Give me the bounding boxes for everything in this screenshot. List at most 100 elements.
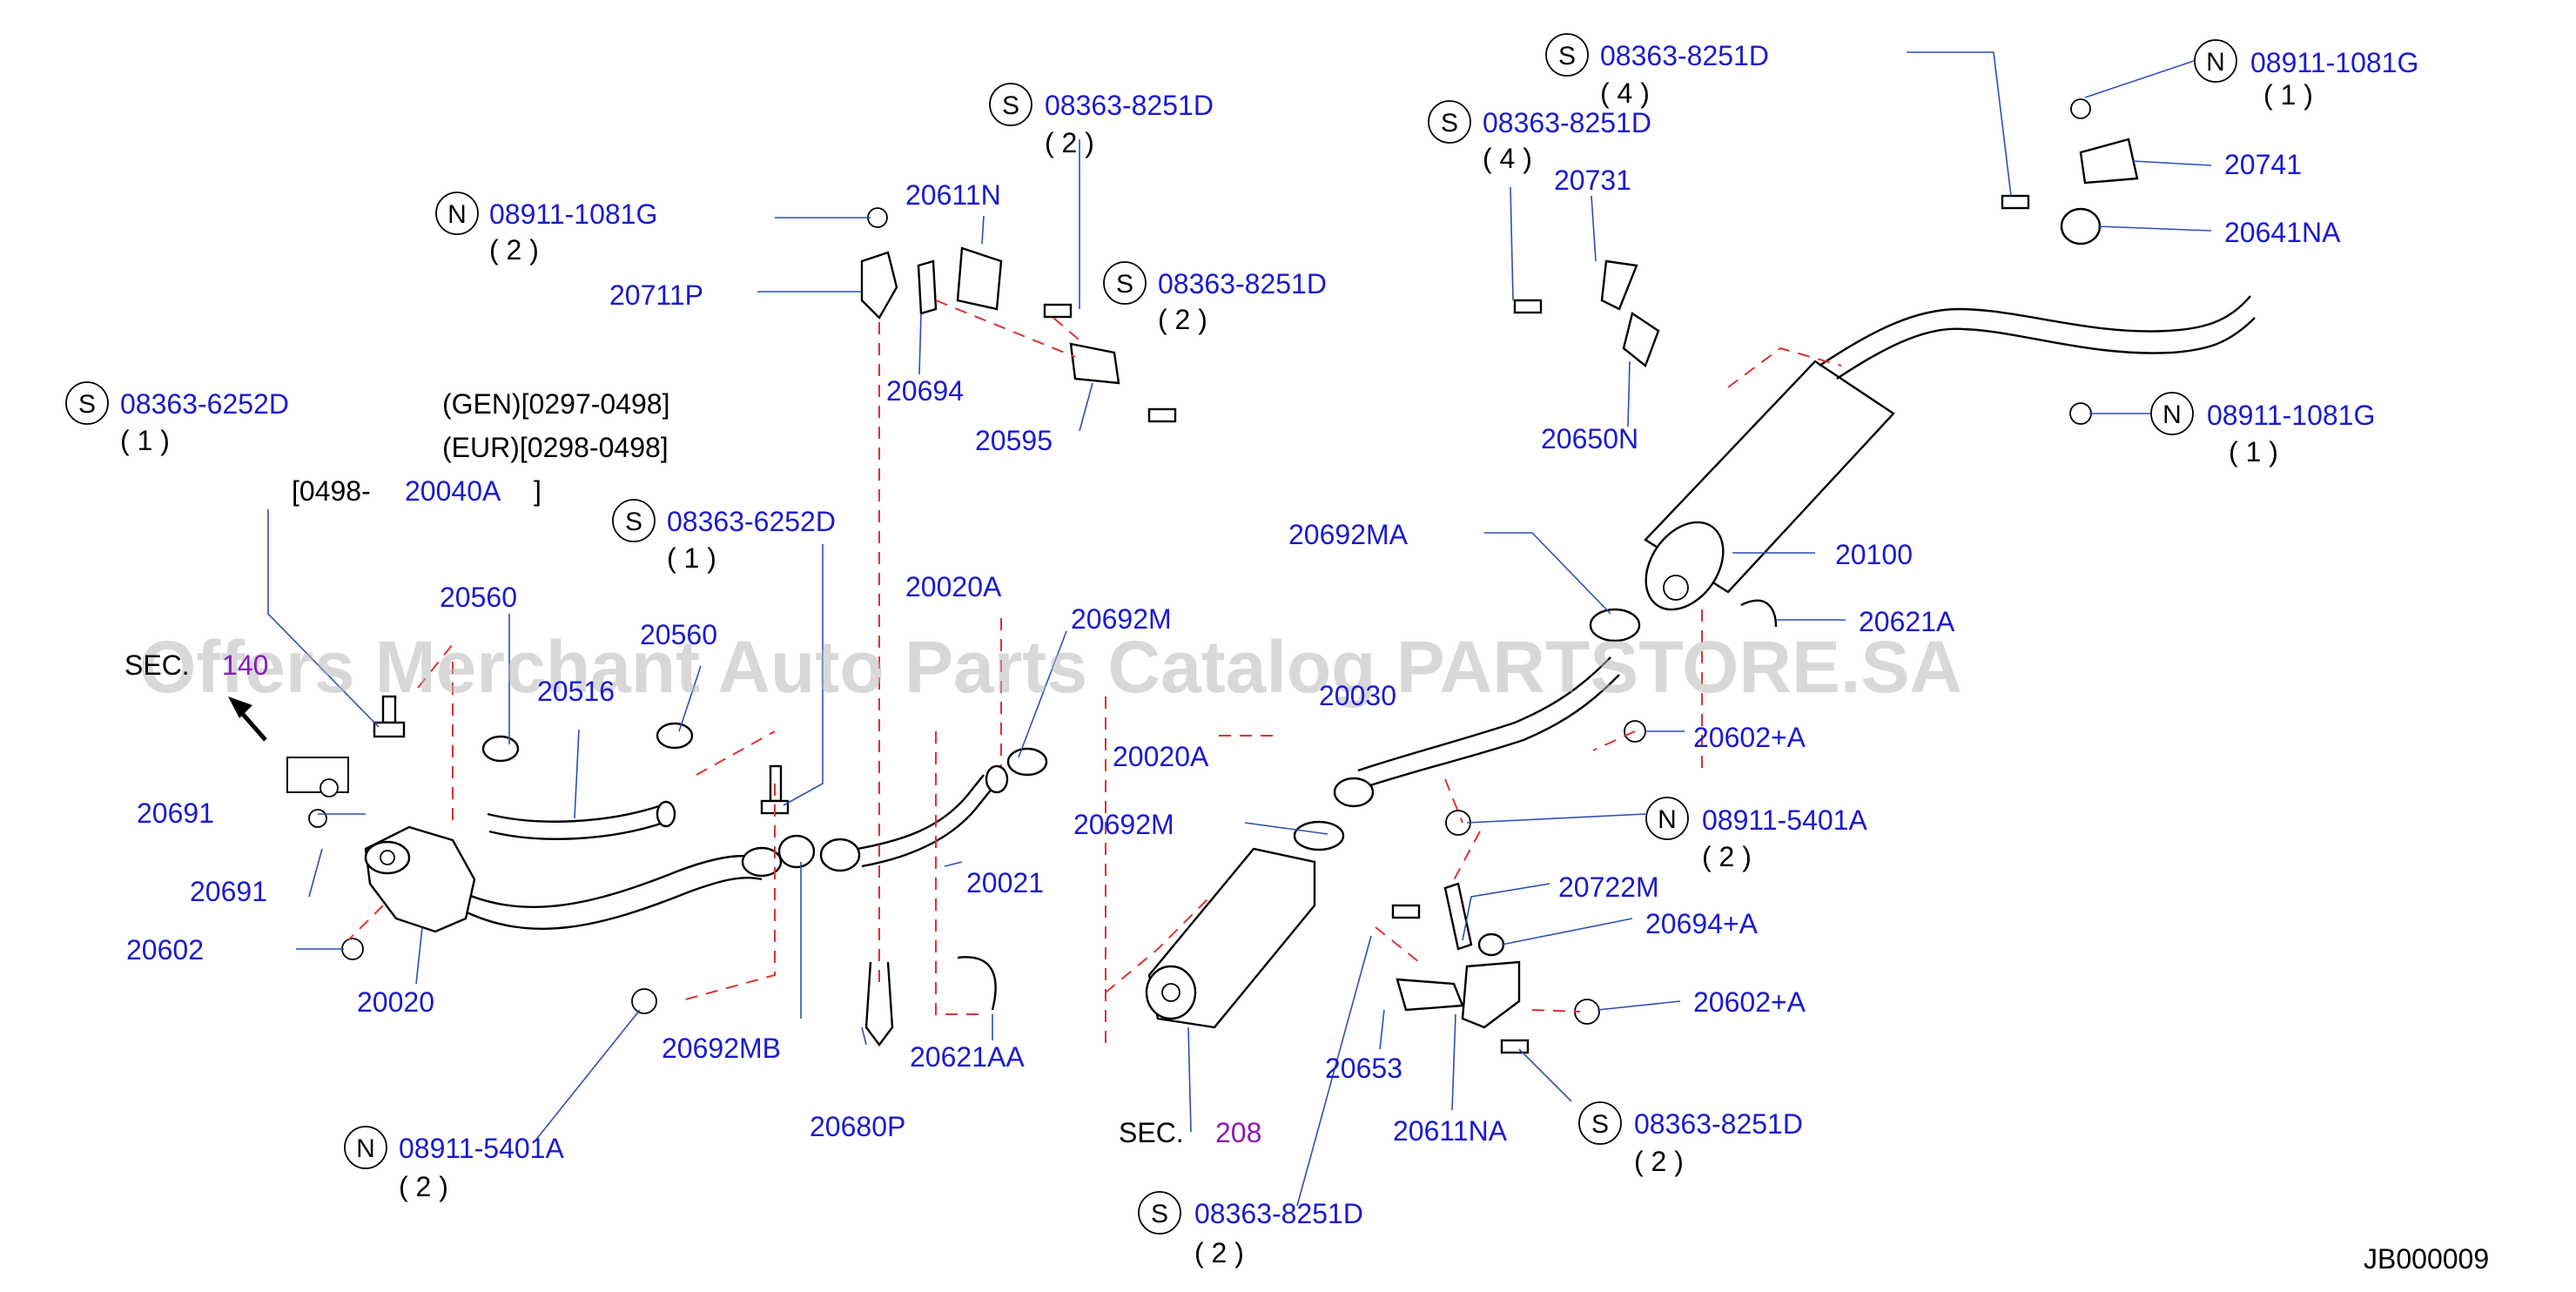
part-label-20741[interactable]: 20741 [2224, 149, 2302, 180]
watermark: Offers Merchant Auto Parts Catalog PARTS… [139, 626, 1962, 708]
fastener-qty: ( 4 ) [1483, 143, 1532, 174]
section-references: SEC. 140 SEC. 208 [124, 649, 1261, 1148]
fastener-qty: ( 2 ) [1702, 841, 1752, 872]
fastener-qty: ( 4 ) [1600, 77, 1650, 109]
part-drawings [228, 98, 2256, 1054]
fastener-s-top-right-a[interactable]: S 08363-8251D ( 4 ) [1545, 33, 1769, 109]
part-label-20650n[interactable]: 20650N [1541, 423, 1638, 454]
diagram-code: JB000009 [2364, 1243, 2489, 1275]
part-label-20020[interactable]: 20020 [357, 986, 434, 1018]
fastener-qty: ( 2 ) [1045, 127, 1094, 158]
fastener-s-mid[interactable]: S 08363-6252D ( 1 ) [612, 499, 836, 574]
fastener-qty: ( 1 ) [120, 425, 170, 456]
leader-lines [267, 51, 2212, 1207]
part-label-20694[interactable]: 20694 [886, 375, 964, 407]
fastener-qty: ( 1 ) [2229, 436, 2278, 468]
fastener-n-right-5401[interactable]: N 08911-5401A ( 2 ) [1645, 797, 1867, 872]
fastener-s-top-center[interactable]: S 08363-8251D ( 2 ) [989, 83, 1214, 158]
fastener-letter: N [1658, 805, 1677, 834]
part-label-20611n[interactable]: 20611N [905, 179, 1001, 211]
part-label-20020a-mid[interactable]: 20020A [1113, 741, 1209, 772]
sec-140-link[interactable]: 140 [222, 649, 268, 681]
part-label-20100[interactable]: 20100 [1835, 539, 1913, 570]
fastener-n-right-mid[interactable]: N 08911-1081G ( 1 ) [2150, 392, 2375, 468]
part-label-20694a[interactable]: 20694+A [1645, 908, 1759, 939]
fastener-letter: S [1591, 1110, 1609, 1139]
alignment-lines [347, 299, 1842, 1045]
part-label-20621aa[interactable]: 20621AA [910, 1041, 1025, 1073]
fastener-n-bottom-left[interactable]: N 08911-5401A ( 2 ) [344, 1126, 564, 1202]
fastener-letter: N [2206, 48, 2225, 77]
fastener-qty: ( 2 ) [1194, 1237, 1244, 1268]
fastener-code: 08911-5401A [399, 1133, 564, 1164]
part-label-20602a-lower[interactable]: 20602+A [1693, 986, 1806, 1018]
fastener-letter: S [1002, 91, 1019, 120]
part-label-20595[interactable]: 20595 [975, 425, 1053, 456]
fastener-code: 08363-8251D [1634, 1108, 1803, 1140]
part-label-20602a-right[interactable]: 20602+A [1693, 722, 1806, 753]
note-from-suffix: ] [534, 475, 541, 507]
part-label-20731[interactable]: 20731 [1554, 165, 1631, 196]
fastener-letter: S [1558, 42, 1576, 71]
fastener-letter: S [1441, 109, 1458, 138]
fastener-s-top-right-b[interactable]: S 08363-8251D ( 4 ) [1428, 100, 1651, 174]
fastener-code: 08363-8251D [1158, 268, 1327, 299]
fastener-letter: N [356, 1134, 375, 1163]
part-label-20560-b[interactable]: 20560 [640, 619, 717, 650]
fastener-qty: ( 2 ) [1158, 304, 1207, 335]
note-from-part[interactable]: 20040A [405, 475, 501, 507]
part-label-20653[interactable]: 20653 [1325, 1053, 1402, 1084]
part-label-20692m-top[interactable]: 20692M [1071, 603, 1172, 635]
part-label-20611na[interactable]: 20611NA [1393, 1115, 1508, 1147]
fastener-code: 08363-8251D [1600, 40, 1769, 71]
fastener-code: 08363-6252D [120, 388, 289, 420]
part-label-20560-a[interactable]: 20560 [440, 582, 517, 613]
fastener-letter: N [2162, 400, 2182, 429]
fastener-letter: S [625, 508, 642, 536]
fastener-code: 08911-1081G [2250, 47, 2418, 78]
part-label-20021[interactable]: 20021 [966, 867, 1044, 898]
fastener-letter: S [1151, 1200, 1168, 1228]
sec-208-prefix: SEC. [1119, 1117, 1184, 1148]
fastener-qty: ( 1 ) [667, 542, 716, 574]
fastener-letter: S [78, 390, 96, 419]
fastener-code: 08363-8251D [1194, 1198, 1363, 1229]
fastener-qty: ( 2 ) [489, 234, 539, 266]
sec-208-link[interactable]: 208 [1215, 1117, 1261, 1148]
part-label-20692m-mid[interactable]: 20692M [1073, 809, 1174, 840]
part-label-20722m[interactable]: 20722M [1558, 871, 1659, 903]
fastener-n-top-left[interactable]: N 08911-1081G ( 2 ) [435, 192, 657, 266]
part-label-20020a-top[interactable]: 20020A [905, 571, 1002, 602]
part-label-20680p[interactable]: 20680P [810, 1111, 905, 1142]
fastener-code: 08911-1081G [2207, 400, 2375, 431]
part-label-20641na[interactable]: 20641NA [2224, 217, 2341, 248]
part-label-20030[interactable]: 20030 [1319, 680, 1396, 711]
part-label-20516[interactable]: 20516 [537, 676, 615, 707]
part-label-20711p[interactable]: 20711P [609, 279, 703, 311]
note-eur: (EUR)[0298-0498] [442, 432, 669, 463]
part-label-20692ma[interactable]: 20692MA [1288, 519, 1409, 550]
fastener-s-bottom-center[interactable]: S 08363-8251D ( 2 ) [1138, 1191, 1363, 1268]
part-label-20602[interactable]: 20602 [126, 934, 204, 966]
part-label-20691-b[interactable]: 20691 [190, 876, 267, 907]
fastener-code: 08363-6252D [667, 506, 836, 537]
fastener-code: 08911-5401A [1702, 804, 1867, 836]
part-label-20692mb[interactable]: 20692MB [662, 1033, 781, 1064]
part-label-20691-a[interactable]: 20691 [137, 797, 214, 829]
note-from-prefix: [0498- [292, 475, 371, 507]
fastener-s-far-left[interactable]: S 08363-6252D ( 1 ) [65, 381, 289, 456]
fastener-code: 08363-8251D [1483, 107, 1651, 138]
fastener-qty: ( 1 ) [2263, 79, 2313, 111]
fastener-s-lower-right[interactable]: S 08363-8251D ( 2 ) [1578, 1101, 1803, 1177]
fastener-s-right-center[interactable]: S 08363-8251D ( 2 ) [1103, 261, 1327, 335]
fastener-n-top-far-right[interactable]: N 08911-1081G ( 1 ) [2194, 39, 2418, 111]
note-gen: (GEN)[0297-0498] [442, 388, 669, 420]
fastener-letter: N [447, 200, 467, 229]
applicability-notes: (GEN)[0297-0498] (EUR)[0298-0498] [0498-… [292, 388, 669, 507]
sec-140-prefix: SEC. [124, 649, 190, 681]
part-label-20621a[interactable]: 20621A [1859, 606, 1955, 637]
fastener-code: 08911-1081G [489, 199, 657, 230]
part-labels: 20611N 20711P 20694 20595 20731 20650N 2… [126, 149, 2341, 1147]
fastener-qty: ( 2 ) [399, 1171, 448, 1202]
